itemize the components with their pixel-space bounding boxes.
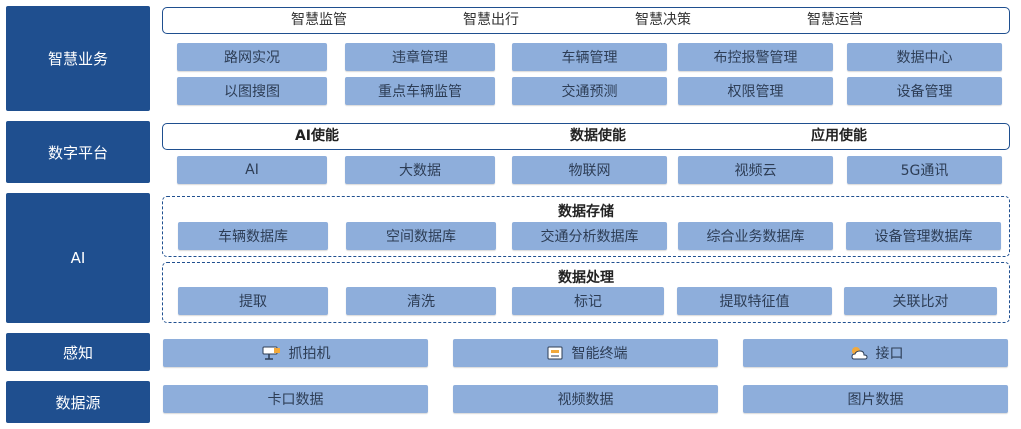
- perception-label: 抓拍机: [288, 346, 331, 362]
- platform-cell[interactable]: 5G通讯: [847, 156, 1002, 184]
- processing-cell[interactable]: 清洗: [346, 287, 496, 315]
- perception-label: 智能终端: [571, 346, 628, 362]
- business-cell[interactable]: 以图搜图: [177, 77, 327, 105]
- perception-item-camera[interactable]: 抓拍机: [163, 339, 428, 367]
- storage-title: 数据存储: [558, 204, 614, 220]
- business-cell[interactable]: 路网实况: [177, 43, 327, 71]
- layer-source: 数据源: [6, 381, 150, 423]
- business-cell[interactable]: 交通预测: [512, 77, 667, 105]
- platform-cell[interactable]: 视频云: [678, 156, 833, 184]
- business-cell[interactable]: 数据中心: [847, 43, 1002, 71]
- storage-group: 数据存储: [162, 196, 1010, 257]
- business-header-item: 智慧决策: [635, 12, 691, 28]
- business-header-item: 智慧监管: [291, 12, 347, 28]
- source-item[interactable]: 卡口数据: [163, 385, 428, 413]
- processing-cell[interactable]: 关联比对: [844, 287, 997, 315]
- layer-perception: 感知: [6, 333, 150, 371]
- layer-business: 智慧业务: [6, 6, 150, 111]
- business-cell[interactable]: 车辆管理: [512, 43, 667, 71]
- processing-title: 数据处理: [558, 270, 614, 286]
- business-cell[interactable]: 设备管理: [847, 77, 1002, 105]
- platform-header-item: AI使能: [294, 128, 340, 144]
- processing-cell[interactable]: 标记: [512, 287, 664, 315]
- perception-item-terminal[interactable]: 智能终端: [453, 339, 718, 367]
- processing-cell[interactable]: 提取: [178, 287, 328, 315]
- platform-cell[interactable]: 大数据: [345, 156, 495, 184]
- business-cell[interactable]: 布控报警管理: [678, 43, 833, 71]
- business-cell[interactable]: 权限管理: [678, 77, 833, 105]
- perception-item-interface[interactable]: 接口: [743, 339, 1008, 367]
- processing-cell[interactable]: 提取特征值: [677, 287, 832, 315]
- platform-header-item: 数据使能: [570, 128, 626, 144]
- storage-cell[interactable]: 综合业务数据库: [678, 222, 833, 250]
- storage-cell[interactable]: 车辆数据库: [178, 222, 328, 250]
- platform-cell[interactable]: 物联网: [512, 156, 667, 184]
- perception-label: 接口: [875, 346, 904, 362]
- processing-group: 数据处理: [162, 262, 1010, 323]
- storage-cell[interactable]: 交通分析数据库: [512, 222, 667, 250]
- platform-header-item: 应用使能: [811, 128, 867, 144]
- business-cell[interactable]: 违章管理: [345, 43, 495, 71]
- source-item[interactable]: 视频数据: [453, 385, 718, 413]
- business-header: 智慧监管 智慧出行 智慧决策 智慧运营: [162, 7, 1010, 34]
- layer-platform: 数字平台: [6, 121, 150, 183]
- camera-icon: [262, 346, 280, 360]
- platform-cell[interactable]: AI: [177, 156, 327, 184]
- business-header-item: 智慧运营: [807, 12, 863, 28]
- cloud-sun-icon: [850, 347, 868, 360]
- platform-header: AI使能 数据使能 应用使能: [162, 123, 1010, 150]
- business-cell[interactable]: 重点车辆监管: [345, 77, 495, 105]
- terminal-icon: [547, 346, 562, 360]
- business-header-item: 智慧出行: [463, 12, 519, 28]
- storage-cell[interactable]: 空间数据库: [346, 222, 496, 250]
- storage-cell[interactable]: 设备管理数据库: [846, 222, 1001, 250]
- source-item[interactable]: 图片数据: [743, 385, 1008, 413]
- layer-ai: AI: [6, 193, 150, 323]
